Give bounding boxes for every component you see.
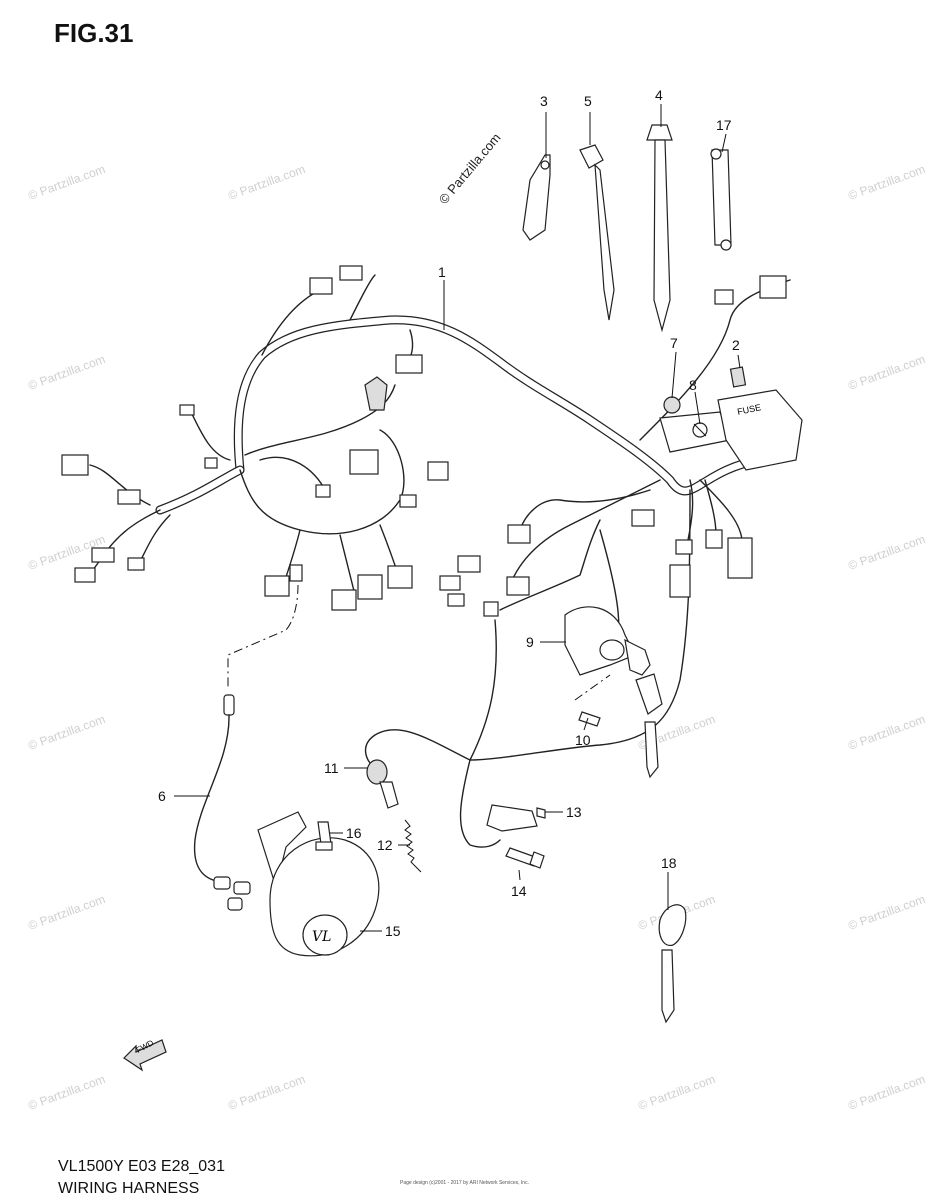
connector	[204, 457, 218, 469]
callout-label: 12	[377, 837, 393, 853]
connector	[457, 555, 481, 573]
connector	[61, 454, 89, 476]
callout-label: 15	[385, 923, 401, 939]
callout-label: 2	[732, 337, 740, 353]
connector	[675, 539, 693, 555]
watermark-layer: © Partzilla.com © Partzilla.com © Partzi…	[26, 130, 927, 1113]
watermark: © Partzilla.com	[26, 892, 107, 933]
part-3-ground-strap	[522, 154, 551, 241]
callout-label: 11	[324, 760, 339, 776]
watermark: © Partzilla.com	[846, 532, 927, 573]
part-8-bolt	[692, 422, 708, 438]
watermark: © Partzilla.com	[26, 1072, 107, 1113]
callout-label: 6	[158, 788, 166, 804]
callout-label: 7	[670, 335, 678, 351]
connector	[331, 589, 357, 611]
callout-label: 8	[689, 377, 697, 393]
harness-grommet	[364, 376, 388, 411]
connector	[507, 524, 531, 544]
watermark: © Partzilla.com	[636, 1072, 717, 1113]
connector	[127, 557, 145, 571]
connector	[631, 509, 655, 527]
watermark: © Partzilla.com	[846, 162, 927, 203]
connector	[339, 265, 363, 281]
part-18-key	[658, 904, 687, 1024]
part-17-clamp-band	[710, 148, 732, 251]
connector	[669, 564, 691, 598]
connector	[74, 567, 96, 583]
connector	[349, 449, 379, 475]
part-6-lead-wire	[193, 584, 299, 911]
connector	[357, 574, 383, 600]
forward-direction-arrow: FWD	[123, 1038, 167, 1072]
callout-label: 18	[661, 855, 677, 871]
callout-label: 13	[566, 804, 582, 820]
connector	[727, 537, 753, 579]
connector	[387, 565, 413, 589]
part-16-bolt	[315, 821, 333, 851]
connector	[427, 461, 449, 481]
part-10-screw	[574, 674, 611, 727]
part-2-fuse	[729, 366, 747, 388]
part-9-ignition-switch	[564, 606, 663, 779]
connector	[506, 576, 530, 596]
connector	[399, 494, 417, 508]
connector	[714, 289, 734, 305]
section-title: WIRING HARNESS	[58, 1180, 200, 1197]
callout-label: 10	[575, 732, 591, 748]
part-14-bolt	[505, 847, 545, 869]
connector	[289, 564, 303, 582]
watermark: © Partzilla.com	[846, 1072, 927, 1113]
connector	[483, 601, 499, 617]
callout-label: 9	[526, 634, 534, 650]
callout-label: 16	[346, 825, 362, 841]
connector	[759, 275, 787, 299]
watermark: © Partzilla.com	[26, 162, 107, 203]
connector	[91, 547, 115, 563]
model-code: VL1500Y E03 E28_031	[58, 1158, 225, 1175]
part-13-brake-switch	[486, 804, 546, 832]
connector	[395, 354, 423, 374]
callout-label: 17	[716, 117, 732, 133]
part-12-spring	[404, 819, 422, 873]
connector	[179, 404, 195, 416]
fuse-box-marking: FUSE	[736, 402, 762, 417]
callouts: 1 2 3 4 5 6 7 8 9 10 11 12 13 14 15 16 1	[158, 87, 741, 939]
connector	[315, 484, 331, 498]
callout-label: 3	[540, 93, 548, 109]
connector	[264, 575, 290, 597]
part-4-cable-tie	[646, 124, 673, 333]
connector	[309, 277, 333, 295]
watermark: © Partzilla.com	[26, 352, 107, 393]
watermark-main: © Partzilla.com	[436, 130, 504, 207]
part-5-clamp	[579, 144, 615, 321]
watermark: © Partzilla.com	[846, 892, 927, 933]
watermark: © Partzilla.com	[226, 162, 307, 203]
part-7-fuse-box: FUSE	[659, 389, 803, 471]
watermark: © Partzilla.com	[26, 712, 107, 753]
watermark: © Partzilla.com	[846, 712, 927, 753]
connector	[439, 575, 461, 591]
connector	[117, 489, 141, 505]
connector	[705, 529, 723, 549]
callout-label: 5	[584, 93, 592, 109]
figure-title: FIG.31	[54, 18, 134, 48]
callout-label: 4	[655, 87, 663, 103]
callout-label: 1	[438, 264, 446, 280]
horn-marking: VL	[312, 929, 331, 945]
copyright-fine-print: Page design (c)2001 - 2017 by ARI Networ…	[400, 1180, 529, 1186]
part-15-horn: VL	[257, 811, 380, 957]
watermark: © Partzilla.com	[846, 352, 927, 393]
part-1-main-harness	[61, 265, 791, 848]
connector	[447, 593, 465, 607]
callout-label: 14	[511, 883, 527, 899]
watermark: © Partzilla.com	[226, 1072, 307, 1113]
part-11-neutral-switch	[366, 759, 399, 809]
